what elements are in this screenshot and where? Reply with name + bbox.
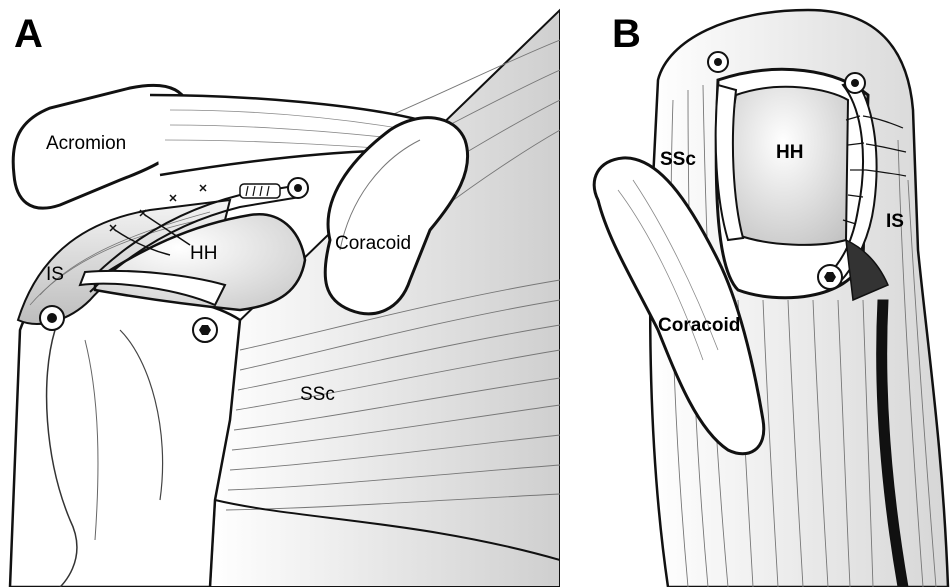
- panel-a-anchor-icon: [193, 318, 217, 342]
- panel-b-label-ssc: SSc: [660, 150, 696, 169]
- panel-a-label-is: IS: [46, 265, 64, 284]
- panel-b-humeral-head-shape: [730, 87, 848, 245]
- panel-a-anchor-icon: [40, 306, 64, 330]
- panel-a-label-acromion: Acromion: [46, 134, 126, 153]
- panel-a-drawing: [0, 0, 560, 587]
- panel-b-anchor-icon: [818, 265, 842, 289]
- panel-b-anchor-icon: [708, 52, 728, 72]
- panel-b-drawing: [578, 0, 950, 587]
- panel-b-anchor-icon: [845, 73, 865, 93]
- panel-a: A Acromion Coracoid HH IS SSc: [0, 0, 560, 587]
- panel-b: B SSc HH IS Coracoid: [578, 0, 950, 587]
- panel-a-label-hh: HH: [190, 244, 217, 263]
- panel-a-letter: A: [14, 14, 43, 54]
- panel-a-label-ssc: SSc: [300, 385, 335, 404]
- panel-a-label-coracoid: Coracoid: [335, 234, 411, 253]
- panel-b-label-coracoid: Coracoid: [658, 316, 740, 335]
- panel-b-letter: B: [612, 14, 641, 54]
- panel-a-anchor-icon: [288, 178, 308, 198]
- panel-b-label-hh: HH: [776, 143, 803, 162]
- panel-b-label-is: IS: [886, 212, 904, 231]
